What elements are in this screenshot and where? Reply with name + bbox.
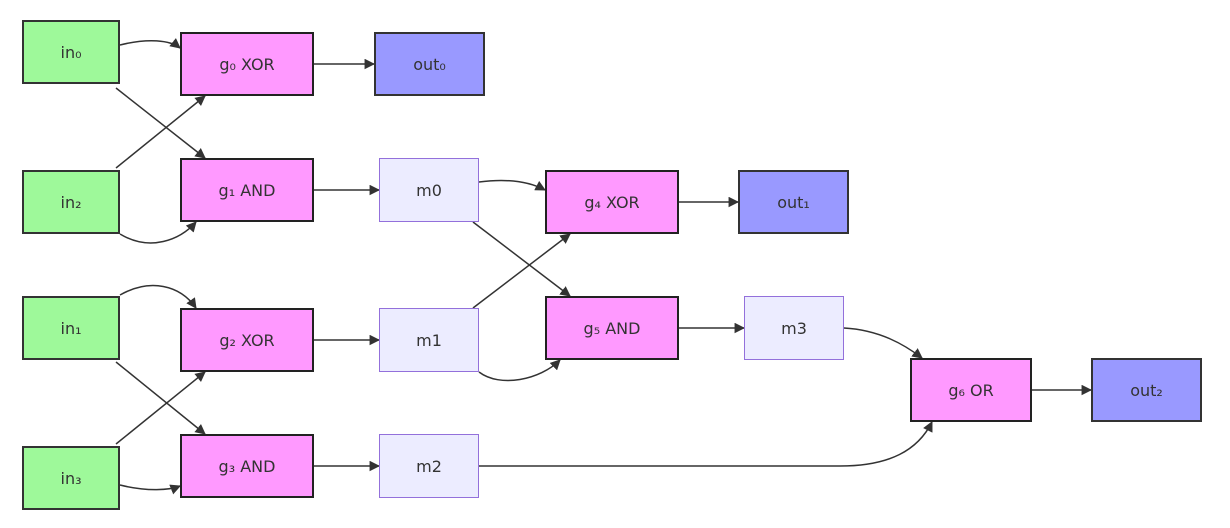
- edge-in0-to-g0: [119, 38, 181, 49]
- edge-m0-to-g4: [478, 179, 546, 191]
- node-label: in₁: [60, 318, 82, 338]
- node-label: in₂: [60, 192, 82, 212]
- edge-m2-to-g6: [479, 421, 933, 467]
- node-m2: m2: [379, 434, 479, 498]
- node-g6: g₆ OR: [910, 358, 1032, 422]
- node-label: g₃ AND: [218, 456, 276, 476]
- node-out2: out₂: [1091, 358, 1202, 422]
- node-g0: g₀ XOR: [180, 32, 314, 96]
- edge-m1-to-g5: [478, 359, 561, 382]
- node-m1: m1: [379, 308, 479, 372]
- node-label: g₅ AND: [583, 318, 641, 338]
- edge-m0-to-g5: [472, 221, 571, 297]
- node-m0: m0: [379, 158, 479, 222]
- node-in0: in₀: [22, 20, 120, 84]
- node-g3: g₃ AND: [180, 434, 314, 498]
- node-out0: out₀: [374, 32, 485, 96]
- node-label: m3: [781, 318, 807, 338]
- node-out1: out₁: [738, 170, 849, 234]
- node-label: out₂: [1130, 380, 1163, 400]
- node-label: g₁ AND: [218, 180, 276, 200]
- edge-in2-to-g0: [115, 95, 206, 169]
- node-label: out₁: [777, 192, 810, 212]
- node-label: g₄ XOR: [584, 192, 640, 212]
- node-label: in₃: [60, 468, 82, 488]
- node-label: g₀ XOR: [219, 54, 275, 74]
- edge-m3-to-g6: [843, 327, 923, 359]
- edge-in0-to-g1: [115, 87, 206, 159]
- node-label: g₂ XOR: [219, 330, 275, 350]
- edge-in3-to-g2: [115, 371, 206, 445]
- edge-in3-to-g3: [119, 484, 181, 495]
- node-label: g₆ OR: [948, 380, 994, 400]
- node-g1: g₁ AND: [180, 158, 314, 222]
- node-in1: in₁: [22, 296, 120, 360]
- node-in2: in₂: [22, 170, 120, 234]
- node-m3: m3: [744, 296, 844, 360]
- node-label: m1: [416, 330, 442, 350]
- node-g2: g₂ XOR: [180, 308, 314, 372]
- node-in3: in₃: [22, 446, 120, 510]
- edge-m1-to-g4: [472, 233, 571, 309]
- node-g5: g₅ AND: [545, 296, 679, 360]
- node-label: out₀: [413, 54, 446, 74]
- node-label: m2: [416, 456, 442, 476]
- edge-in1-to-g3: [115, 361, 206, 435]
- edge-in2-to-g1: [119, 221, 197, 244]
- node-label: in₀: [60, 42, 82, 62]
- node-label: m0: [416, 180, 442, 200]
- node-g4: g₄ XOR: [545, 170, 679, 234]
- edge-in1-to-g2: [119, 284, 197, 309]
